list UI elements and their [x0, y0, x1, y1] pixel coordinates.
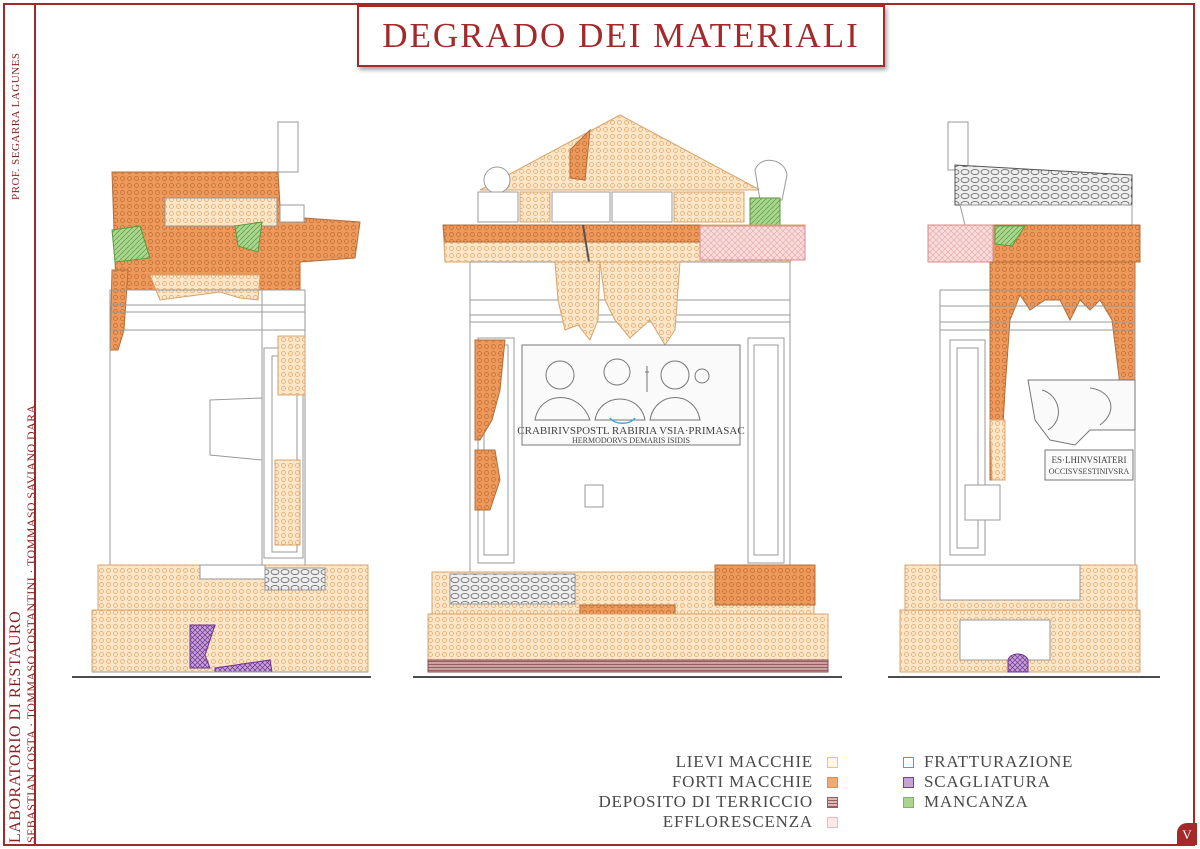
legend-label: FRATTURAZIONE: [924, 752, 1074, 771]
legend-swatch-fracture: [903, 756, 914, 768]
legend-item-lievi-macchie: LIEVI MACCHIE: [520, 752, 838, 772]
right-inscription-line2: OCCISVSESTINIVSRA: [1049, 467, 1130, 476]
left-chimney: [277, 121, 299, 173]
legend-left: LIEVI MACCHIE FORTI MACCHIE DEPOSITO DI …: [520, 752, 838, 832]
left-drip-1: [109, 269, 129, 351]
legend-label: SCAGLIATURA: [924, 772, 1051, 791]
legend-swatch-strong-stain: [827, 776, 838, 788]
left-drip-2: [149, 274, 261, 301]
center-acroterion-right: [754, 160, 788, 201]
legend-label: EFFLORESCENZA: [662, 812, 813, 831]
right-inscription-block: [1044, 449, 1134, 481]
legend-label: MANCANZA: [924, 792, 1029, 811]
right-inscription-line1: ES·LHINVSIATERI: [1052, 455, 1127, 465]
page-frame: [3, 3, 1195, 846]
left-base-rock: [264, 567, 326, 591]
sidebar-divider: [34, 3, 36, 846]
right-scaling: [1007, 653, 1029, 673]
left-cornice-block: [279, 204, 305, 223]
page-title: DEGRADO DEI MATERIALI: [382, 16, 860, 55]
left-scaling-1: [189, 624, 216, 669]
left-base-bottom: [91, 609, 369, 673]
legend-label: FORTI MACCHIE: [671, 772, 813, 791]
legend-item-mancanza: MANCANZA: [903, 792, 1103, 812]
right-missing-1: [994, 225, 1026, 247]
legend-right: FRATTURAZIONE SCAGLIATURA MANCANZA: [903, 752, 1103, 812]
center-fracture: [609, 417, 636, 424]
right-rock-crown: [954, 164, 1133, 206]
center-acroterion-left: [483, 166, 511, 194]
legend-swatch-efflorescence: [827, 816, 838, 828]
center-inscription-top: CRABIRIVSPOSTL RABIRIA VSIA·PRIMASAC: [517, 425, 744, 437]
legend-swatch-soil-deposit: [827, 796, 838, 808]
center-missing-1: [749, 197, 781, 227]
right-chimney: [947, 121, 969, 171]
right-elevation: [899, 121, 1141, 673]
right-drip-stain: [989, 261, 1136, 481]
right-relief-fragment: [1027, 379, 1136, 446]
legend-label: LIEVI MACCHIE: [675, 752, 813, 771]
center-relief-panel: [521, 344, 741, 446]
legend-swatch-missing: [903, 796, 914, 808]
center-pediment: [479, 114, 761, 191]
center-efflorescence: [699, 225, 806, 261]
legend-item-deposito-terriccio: DEPOSITO DI TERRICCIO: [520, 792, 838, 812]
title-box: DEGRADO DEI MATERIALI: [357, 5, 885, 67]
left-cornice-light-stain: [164, 197, 278, 227]
left-missing-1: [111, 225, 151, 263]
legend-swatch-scaling: [903, 776, 914, 788]
page-number: V: [1177, 823, 1197, 845]
legend-item-forti-macchie: FORTI MACCHIE: [520, 772, 838, 792]
legend-item-scagliatura: SCAGLIATURA: [903, 772, 1103, 792]
legend-swatch-light-stain: [827, 756, 838, 768]
left-elevation: [91, 121, 369, 673]
center-inscription-bottom: HERMODORVS DEMARIS ISIDIS: [572, 436, 690, 445]
legend-item-efflorescenza: EFFLORESCENZA: [520, 812, 838, 832]
left-missing-2: [234, 221, 263, 253]
left-patch: [209, 397, 263, 461]
center-soil-deposit: [427, 659, 829, 673]
legend-label: DEPOSITO DI TERRICCIO: [598, 792, 813, 811]
legend-item-fratturazione: FRATTURAZIONE: [903, 752, 1103, 772]
center-elevation: [427, 114, 829, 673]
